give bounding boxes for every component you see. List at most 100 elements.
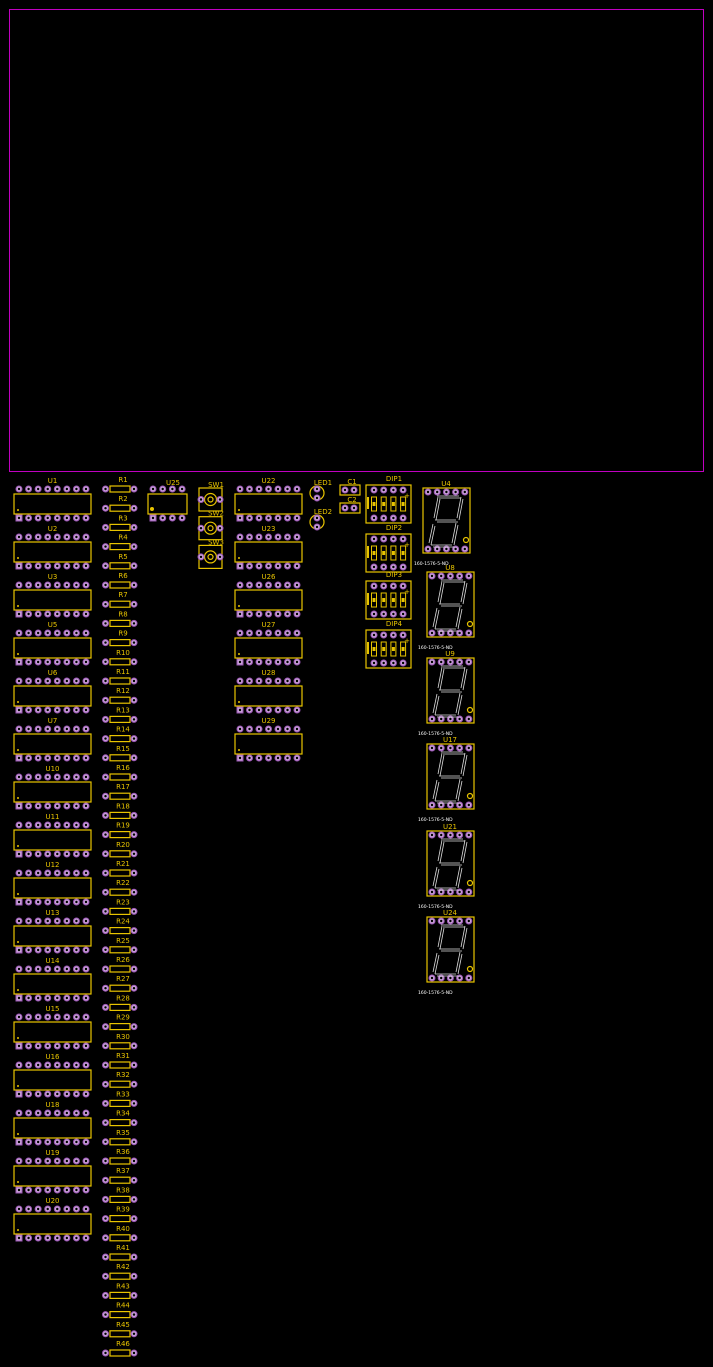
resistor-r3[interactable]: R3 [102,514,138,532]
resistor-r17[interactable]: R17 [102,783,138,800]
resistor-r12[interactable]: R12 [102,687,138,704]
ic-u12[interactable]: U12 [13,861,92,906]
dip-switch-dip2[interactable]: DIP2+ [365,524,412,573]
resistor-r22[interactable]: R22 [102,879,138,896]
resistor-r7[interactable]: R7 [102,591,138,608]
drill-hole [104,641,107,644]
resistor-r45[interactable]: R45 [102,1321,138,1338]
ic-u10[interactable]: U10 [13,765,92,810]
ic-u11[interactable]: U11 [13,813,92,858]
resistor-r20[interactable]: R20 [102,841,138,858]
resistor-r39[interactable]: R39 [102,1206,138,1223]
ic-u28[interactable]: U28 [234,669,303,714]
ic-u16[interactable]: U16 [13,1053,92,1098]
switch-sw1[interactable]: SW1 [197,481,224,512]
resistor-r11[interactable]: R11 [102,668,138,685]
resistor-r40[interactable]: R40 [102,1225,138,1242]
resistor-r13[interactable]: R13 [102,706,138,724]
drill-hole [75,1236,78,1240]
resistor-r5[interactable]: R5 [102,553,138,570]
resistor-r35[interactable]: R35 [102,1129,138,1146]
drill-hole [248,756,251,760]
drill-hole [36,660,40,664]
resistor-r1[interactable]: R1 [102,476,138,493]
resistor-r21[interactable]: R21 [102,860,138,877]
resistor-r36[interactable]: R36 [102,1148,138,1165]
ic-u14[interactable]: U14 [13,957,92,1002]
resistor-r14[interactable]: R14 [102,726,138,743]
resistor-r10[interactable]: R10 [102,649,138,666]
resistor-r43[interactable]: R43 [102,1282,138,1300]
drill-hole [104,583,107,587]
resistor-r33[interactable]: R33 [102,1090,138,1108]
resistor-r4[interactable]: R4 [102,534,138,551]
resistor-r46[interactable]: R46 [102,1340,138,1357]
resistor-r34[interactable]: R34 [102,1110,138,1127]
led-led2[interactable]: LED2 [309,508,332,531]
pin1-marker [17,749,19,751]
ic-u15[interactable]: U15 [13,1005,92,1050]
led-led1[interactable]: LED1 [309,479,332,502]
ic-u1[interactable]: U1 [13,477,92,522]
drill-hole [352,506,356,510]
switch-sw2[interactable]: SW2 [197,510,224,541]
resistor-r25[interactable]: R25 [102,937,138,954]
ic-u23[interactable]: U23 [234,525,303,570]
dip-switch-dip4[interactable]: DIP4+ [365,620,412,669]
ic-u3[interactable]: U3 [13,573,92,618]
resistor-r19[interactable]: R19 [102,822,138,839]
resistor-r44[interactable]: R44 [102,1302,138,1319]
ic-u22[interactable]: U22 [234,477,303,522]
ic-u7[interactable]: U7 [13,717,92,762]
dip-switch-dip3[interactable]: DIP3+ [365,571,412,620]
resistor-r29[interactable]: R29 [102,1014,138,1031]
ic-u13[interactable]: U13 [13,909,92,954]
drill-hole [295,727,299,731]
switch-sw3[interactable]: SW3 [197,538,224,570]
resistor-r26[interactable]: R26 [102,956,138,973]
resistor-r28[interactable]: R28 [102,994,138,1012]
resistor-r24[interactable]: R24 [102,918,138,935]
ic-u27[interactable]: U27 [234,621,303,666]
ic-u6[interactable]: U6 [13,669,92,714]
resistor-r15[interactable]: R15 [102,745,138,762]
ic-u20[interactable]: U20 [13,1197,92,1242]
resistor-r2[interactable]: R2 [102,495,138,512]
drill-hole [75,679,78,683]
resistor-r6[interactable]: R6 [102,572,138,589]
resistor-r31[interactable]: R31 [102,1052,138,1069]
capacitor-c1[interactable]: C1 [339,478,361,496]
ic-u18[interactable]: U18 [13,1101,92,1146]
resistor-r9[interactable]: R9 [102,630,138,647]
drill-hole [36,775,40,779]
resistor-r42[interactable]: R42 [102,1263,138,1280]
resistor-r30[interactable]: R30 [102,1033,138,1050]
ic-u25[interactable]: U25 [147,479,188,522]
resistor-r37[interactable]: R37 [102,1167,138,1184]
ic-u5[interactable]: U5 [13,621,92,666]
resistor-r41[interactable]: R41 [102,1244,138,1261]
capacitor-c2[interactable]: C2 [339,496,361,514]
ic-u26[interactable]: U26 [234,573,303,618]
drill-hole [65,823,69,827]
drill-hole [238,727,242,731]
drill-hole [343,488,347,492]
ic-u29[interactable]: U29 [234,717,303,762]
resistor-r38[interactable]: R38 [102,1186,138,1204]
resistor-r8[interactable]: R8 [102,610,138,628]
resistor-r27[interactable]: R27 [102,975,138,992]
ic-u2[interactable]: U2 [13,525,92,570]
resistor-r23[interactable]: R23 [102,898,138,916]
resistor-r18[interactable]: R18 [102,802,138,820]
resistor-r32[interactable]: R32 [102,1071,138,1088]
drill-hole [104,1217,107,1220]
resistor-r16[interactable]: R16 [102,764,138,781]
dip-switch-dip1[interactable]: DIP1+ [365,475,412,524]
ic-u19[interactable]: U19 [13,1149,92,1194]
